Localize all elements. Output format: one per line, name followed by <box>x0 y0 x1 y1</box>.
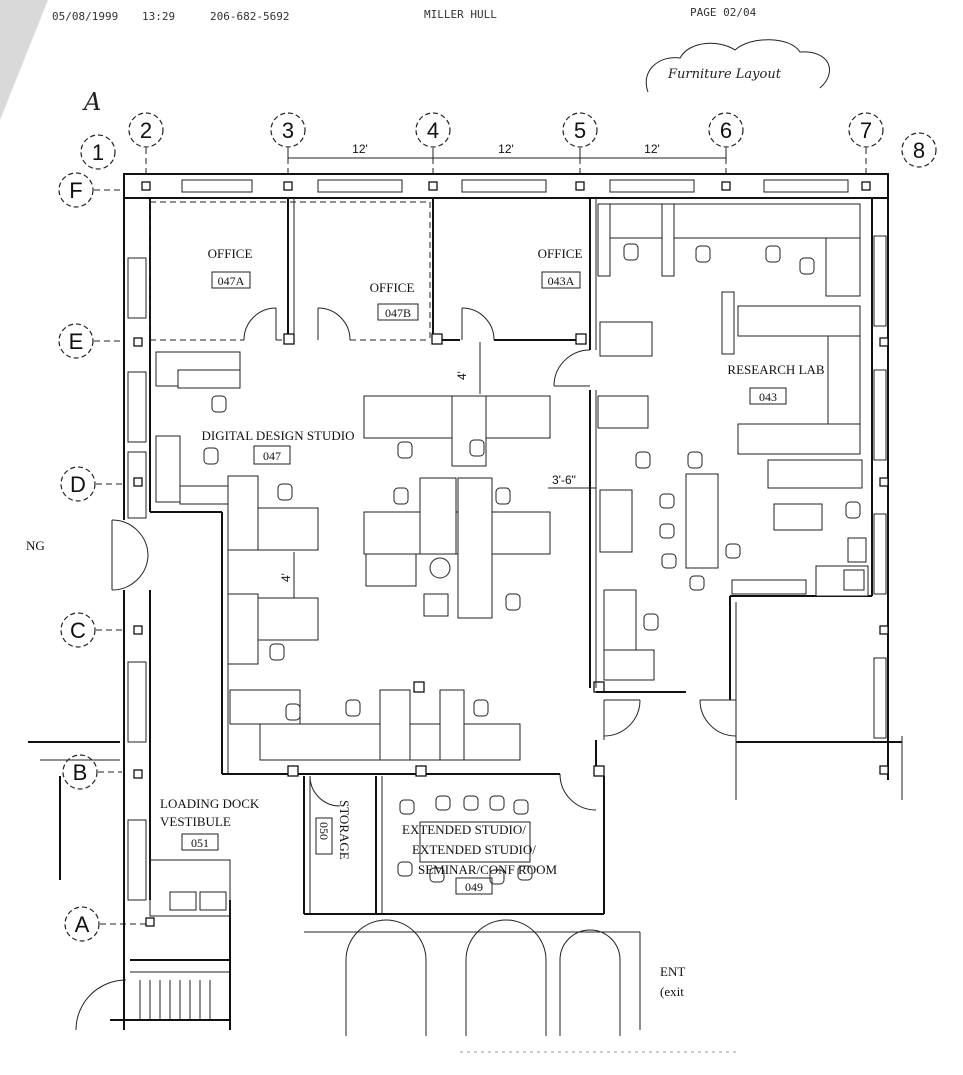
page-fold-shadow <box>0 0 48 120</box>
grid-bubble-5 <box>562 112 598 148</box>
structural-columns <box>133 181 889 927</box>
dim-aisle-2: 4' <box>279 573 293 582</box>
fax-page: PAGE 02/04 <box>690 6 757 19</box>
left-edge-fragment: NG <box>26 538 45 553</box>
grid-bubble-A <box>64 906 100 942</box>
revision-cloud <box>645 39 830 93</box>
entry-label: ENT <box>660 964 685 979</box>
furniture-layout-note: Furniture Layout <box>667 67 782 82</box>
top-dimension-string: 12' 12' 12' <box>287 142 727 164</box>
dim-aisle-1: 4' <box>455 371 469 380</box>
room-labels: OFFICE 047A OFFICE 047B OFFICE 043A RESE… <box>160 246 825 895</box>
research-lab-furniture <box>597 203 869 681</box>
studio-furniture <box>155 351 551 761</box>
grid-label-8: 8 <box>913 138 925 163</box>
entry-exit-label: (exit <box>660 984 684 999</box>
grid-bubble-C <box>60 612 96 648</box>
grid-bubble-8 <box>901 132 937 168</box>
dim-bay-3: 12' <box>644 142 660 156</box>
column-grid-bubbles: 1 2 3 4 5 6 7 8 <box>80 112 937 170</box>
door-swings <box>40 307 737 1031</box>
grid-bubble-E <box>58 323 94 359</box>
grid-label-6: 6 <box>720 118 732 143</box>
room-name-049-line2: EXTENDED STUDIO/ <box>412 842 536 857</box>
room-number-043: 043 <box>759 390 777 404</box>
room-number-047a: 047A <box>218 274 245 288</box>
room-number-051: 051 <box>191 836 209 850</box>
room-number-047b: 047B <box>385 306 411 320</box>
room-name-049-line3: SEMINAR/CONF ROOM <box>418 862 557 877</box>
room-name-047: DIGITAL DESIGN STUDIO <box>201 428 354 443</box>
grid-label-4: 4 <box>427 118 439 143</box>
room-name-047b: OFFICE <box>370 280 415 295</box>
room-name-047a: OFFICE <box>208 246 253 261</box>
grid-label-5: 5 <box>574 118 586 143</box>
grid-bubble-2 <box>128 112 164 148</box>
interior-dimensions: 4' 4' 3'-6" <box>279 342 596 598</box>
grid-bubble-D <box>60 466 96 502</box>
grid-label-B: B <box>73 760 88 785</box>
fax-time: 13:29 <box>142 10 175 23</box>
room-name-043a: OFFICE <box>538 246 583 261</box>
room-number-043a: 043A <box>548 274 575 288</box>
grid-bubble-F <box>58 172 94 208</box>
room-name-050: STORAGE <box>337 800 352 860</box>
revision-mark: A <box>82 88 101 116</box>
room-name-049: EXTENDED STUDIO/ <box>402 822 526 837</box>
grid-bubble-3 <box>270 112 306 148</box>
room-number-050: 050 <box>317 822 331 840</box>
grid-bubble-7 <box>848 112 884 148</box>
entry-and-stairs <box>28 741 641 1036</box>
grid-bubble-B <box>62 754 98 790</box>
grid-label-1: 1 <box>92 140 104 165</box>
dim-corridor: 3'-6" <box>552 473 576 487</box>
room-number-049: 049 <box>465 880 483 894</box>
room-name-051: LOADING DOCK <box>160 796 260 811</box>
grid-bubble-1 <box>80 134 116 170</box>
exterior-walls <box>123 173 903 1030</box>
grid-label-7: 7 <box>860 118 872 143</box>
dim-bay-2: 12' <box>498 142 514 156</box>
grid-label-D: D <box>70 472 86 497</box>
grid-bubble-6 <box>708 112 744 148</box>
room-name-051-line2: VESTIBULE <box>160 814 231 829</box>
fax-header: 05/08/1999 13:29 206-682-5692 MILLER HUL… <box>52 6 757 23</box>
seminar-furniture <box>397 795 533 885</box>
interior-walls <box>149 198 902 933</box>
grid-label-E: E <box>69 329 84 354</box>
grid-label-C: C <box>70 618 86 643</box>
room-name-043: RESEARCH LAB <box>727 362 824 377</box>
fax-firm: MILLER HULL <box>424 8 497 21</box>
grid-label-3: 3 <box>282 118 294 143</box>
grid-label-2: 2 <box>140 118 152 143</box>
dim-bay-1: 12' <box>352 142 368 156</box>
row-grid-bubbles: F E D C B A <box>58 172 100 942</box>
fax-phone: 206-682-5692 <box>210 10 289 23</box>
room-number-047: 047 <box>263 449 281 463</box>
fax-date: 05/08/1999 <box>52 10 118 23</box>
grid-label-A: A <box>75 912 90 937</box>
grid-bubble-4 <box>415 112 451 148</box>
grid-label-F: F <box>69 178 82 203</box>
